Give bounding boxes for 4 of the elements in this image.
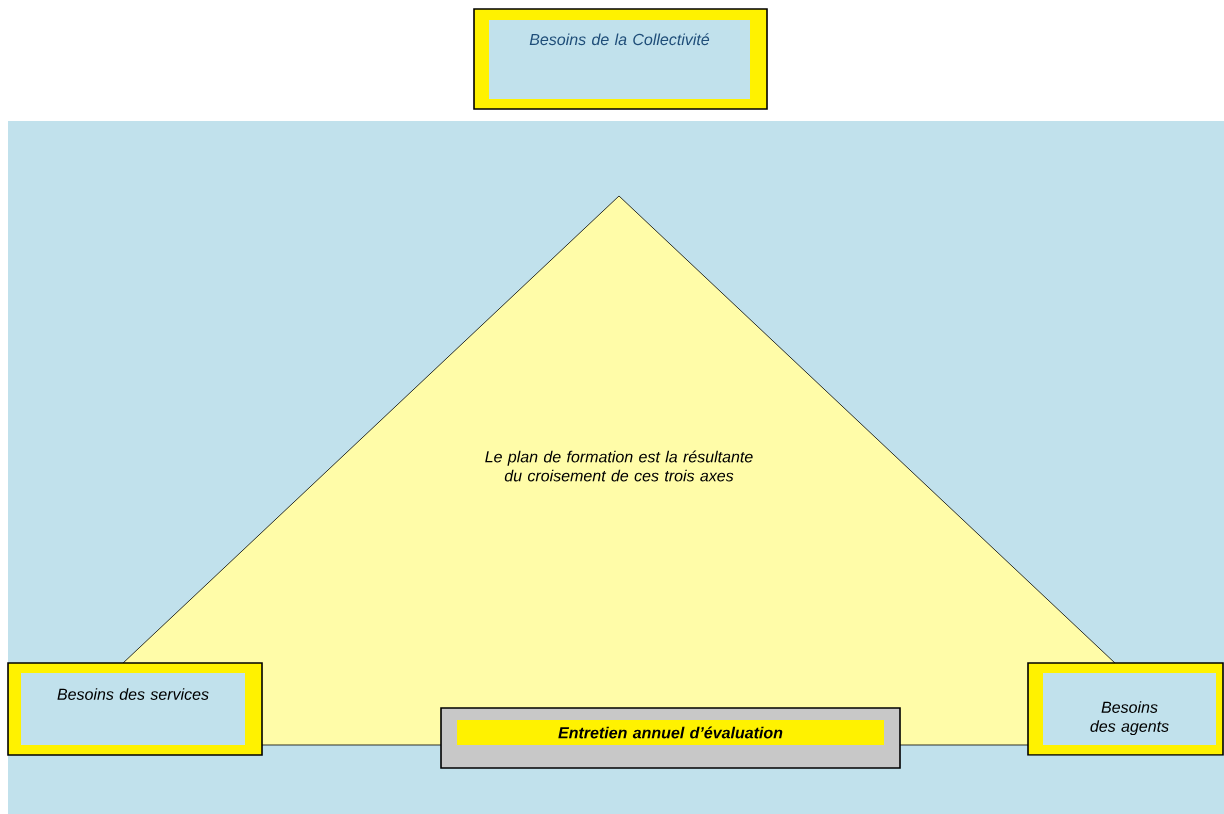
evaluation-box: Entretien annuel d’évaluation (440, 707, 901, 769)
need-box: Besoins des agents (1027, 662, 1224, 756)
need-box: Besoins des services (7, 662, 263, 756)
need-box: Besoins de la Collectivité (473, 8, 768, 110)
